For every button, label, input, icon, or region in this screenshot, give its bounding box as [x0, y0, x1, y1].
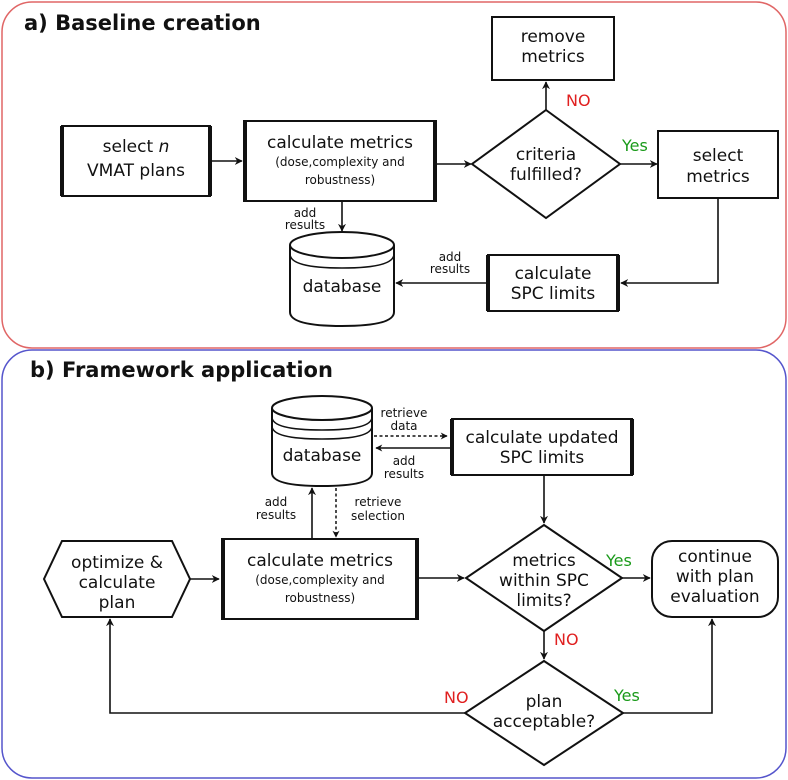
- add-results-a2-line1: add: [439, 250, 462, 264]
- optimize-line2: calculate: [79, 573, 156, 593]
- add-results-a1-line2: results: [285, 218, 325, 232]
- continue-line2: with plan: [676, 567, 754, 587]
- calc-metrics-b-box: calculate metrics (dose,complexity and r…: [221, 538, 419, 620]
- within-spc-line1: metrics: [512, 551, 576, 571]
- criteria-line2: fulfilled?: [510, 165, 582, 185]
- optimize-hexagon: optimize & calculate plan: [42, 540, 192, 618]
- retrieve-selection-line1: retrieve: [355, 495, 402, 509]
- remove-metrics-line2: metrics: [521, 47, 585, 67]
- continue-line3: evaluation: [670, 587, 759, 607]
- within-spc-diamond: metrics within SPC limits?: [464, 523, 624, 633]
- arrow-acceptable-to-continue: [623, 618, 716, 714]
- arrow-acceptable-to-optimize: [106, 618, 465, 714]
- database-b-cylinder: database: [271, 395, 373, 488]
- section-b-border: [1, 349, 787, 779]
- calc-metrics-a-line3: robustness): [305, 173, 375, 187]
- add-results-db-line1: add: [393, 454, 416, 468]
- optimize-line1: optimize &: [71, 553, 163, 573]
- within-spc-line2: within SPC: [499, 571, 589, 591]
- calc-spc-line2: SPC limits: [511, 284, 596, 304]
- arrow-select-to-spc: [620, 198, 719, 287]
- database-a-cylinder: database: [289, 231, 395, 328]
- plan-acceptable-line2: acceptable?: [493, 712, 595, 732]
- section-a-border: [1, 1, 787, 349]
- calc-updated-line2: SPC limits: [500, 448, 585, 468]
- calc-spc-line1: calculate: [515, 264, 592, 284]
- calc-spc-box: calculate SPC limits: [486, 254, 620, 312]
- section-a: a) Baseline creation select n VMAT plans…: [1, 1, 787, 349]
- continue-terminal: continue with plan evaluation: [651, 540, 779, 618]
- within-spc-line3: limits?: [516, 591, 571, 611]
- add-results-a1-line1: add: [294, 206, 317, 220]
- add-results-left-line1: add: [265, 495, 288, 509]
- add-results-left-line2: results: [256, 508, 296, 522]
- select-metrics-line1: select: [693, 146, 744, 166]
- add-results-a2-line2: results: [430, 262, 470, 276]
- calc-metrics-a-line2: (dose,complexity and: [275, 155, 404, 169]
- no-label-b2: NO: [444, 688, 469, 707]
- calc-updated-line1: calculate updated: [466, 428, 619, 448]
- no-label-b1: NO: [554, 630, 579, 649]
- no-label-a: NO: [566, 91, 591, 110]
- calc-metrics-b-line1: calculate metrics: [247, 551, 393, 571]
- yes-label-a: Yes: [621, 136, 648, 155]
- select-metrics-line2: metrics: [686, 167, 750, 187]
- database-b-label: database: [283, 446, 362, 466]
- calc-updated-box: calculate updated SPC limits: [450, 418, 634, 476]
- calc-metrics-a-line1: calculate metrics: [267, 133, 413, 153]
- retrieve-selection-line2: selection: [351, 509, 405, 523]
- criteria-diamond: criteria fulfilled?: [470, 108, 622, 220]
- criteria-line1: criteria: [516, 145, 576, 165]
- calc-metrics-b-line3: robustness): [285, 591, 355, 605]
- calc-metrics-a-box: calculate metrics (dose,complexity and r…: [243, 120, 437, 202]
- plan-acceptable-diamond: plan acceptable?: [463, 659, 625, 767]
- yes-label-b2: Yes: [613, 686, 640, 705]
- section-b-title: b) Framework application: [30, 358, 333, 382]
- calc-metrics-b-line2: (dose,complexity and: [255, 573, 384, 587]
- plan-acceptable-line1: plan: [526, 692, 563, 712]
- add-results-db-line2: results: [384, 467, 424, 481]
- remove-metrics-box: remove metrics: [491, 16, 615, 81]
- database-a-label: database: [303, 277, 382, 297]
- select-metrics-box: select metrics: [657, 130, 779, 199]
- select-plans-text-a: select: [103, 137, 159, 157]
- section-b: b) Framework application database calcul…: [1, 349, 787, 779]
- select-plans-box: select n VMAT plans: [60, 125, 212, 197]
- svg-text:select n: select n: [103, 137, 170, 157]
- select-plans-line2: VMAT plans: [87, 161, 185, 181]
- section-a-title: a) Baseline creation: [24, 11, 261, 35]
- remove-metrics-line1: remove: [521, 27, 586, 47]
- continue-line1: continue: [678, 547, 752, 567]
- retrieve-data-line1: retrieve: [381, 406, 428, 420]
- retrieve-data-line2: data: [390, 419, 417, 433]
- optimize-line3: plan: [99, 593, 136, 613]
- yes-label-b1: Yes: [605, 551, 632, 570]
- select-plans-text-n: n: [159, 137, 170, 157]
